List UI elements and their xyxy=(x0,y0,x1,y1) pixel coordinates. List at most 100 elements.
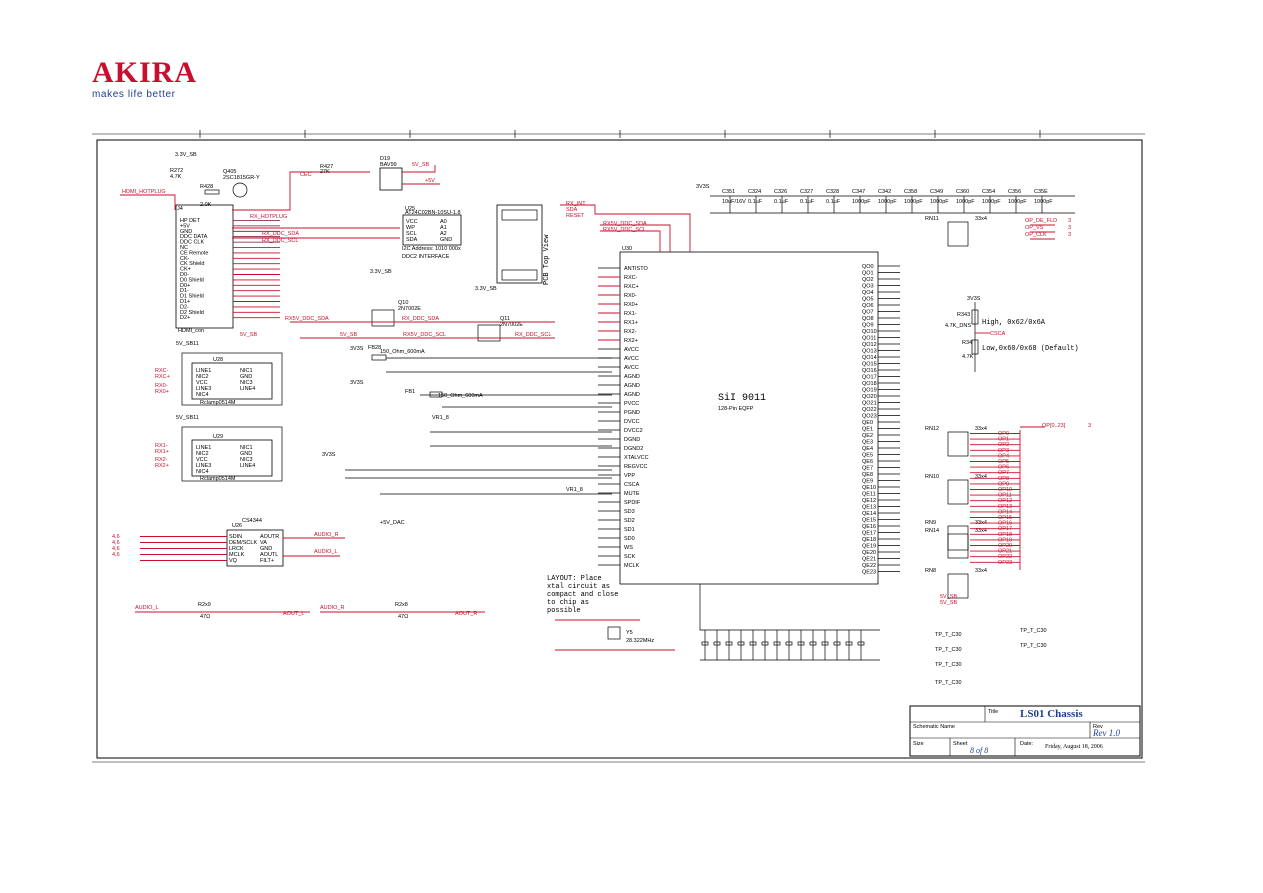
cap-ref: C327 xyxy=(800,189,813,195)
chip-pin-left: SPDIF xyxy=(624,500,641,506)
chip-pin-left: DGND xyxy=(624,437,640,443)
fb1-val: 150_Ohm_600mA xyxy=(438,393,483,399)
connector-pin-label: DDC DATA xyxy=(180,234,208,240)
rn-value: 33x4 xyxy=(975,216,987,222)
chip-pin-right: QE3 xyxy=(862,440,873,446)
chip-pin-left: DVCC2 xyxy=(624,428,643,434)
net-hdmi-hotplug: HDMI_HOTPLUG xyxy=(122,189,166,195)
net-aout-l: AOUT_L xyxy=(283,611,304,617)
op-net-label: OP18 xyxy=(998,532,1012,538)
net-3v3sb-q10: 3.3V_SB xyxy=(370,269,392,275)
cap-body xyxy=(797,641,805,646)
fb1-ref: FB1 xyxy=(405,389,415,395)
op-net-label: OP9 xyxy=(998,481,1009,487)
svg-text:NIC2: NIC2 xyxy=(196,374,209,380)
layout-note-5: possible xyxy=(547,607,581,615)
rn-value: 33x4 xyxy=(975,426,987,432)
hdmi-conn-label: HDMI_con xyxy=(178,328,204,334)
layout-note: LAYOUT: Place xtal circuit as compact an… xyxy=(547,575,618,615)
svg-text:RX2+: RX2+ xyxy=(155,463,169,469)
cap-body xyxy=(701,641,709,646)
op-net-label: OP6 xyxy=(998,465,1009,471)
svg-text:R427: R427 xyxy=(320,164,333,170)
net-ddc5v-sda-chip: RX5V_DDC_SDA xyxy=(603,221,647,227)
svg-text:LINE1: LINE1 xyxy=(196,445,211,451)
svg-text:4.7K: 4.7K xyxy=(170,174,182,180)
chip-pin-right: QE9 xyxy=(862,479,873,485)
chip-pin-right: QO13 xyxy=(862,349,877,355)
pcb-connector: PCB Top View xyxy=(496,204,551,285)
connector-pin-label: D1 Shield xyxy=(180,294,204,300)
layout-note-1: LAYOUT: Place xyxy=(547,575,602,583)
chip-pin-left: RX2- xyxy=(624,329,637,335)
tp-5: TP_T_C30 xyxy=(1020,628,1047,634)
chip-pin-right: QO6 xyxy=(862,303,874,309)
cap-body xyxy=(713,641,721,646)
connector-pin-label: D1+ xyxy=(180,299,190,305)
tb-title: LS01 Chassis xyxy=(1020,708,1083,720)
chip-pin-left: CSCA xyxy=(624,482,640,488)
chip-pin-right: QE1 xyxy=(862,427,873,433)
connector-pin-label: +5V xyxy=(180,223,190,229)
chip-pin-left: AVCC xyxy=(624,347,639,353)
u25-ref: U25 xyxy=(405,206,415,212)
rn-ref: RN8 xyxy=(925,568,936,574)
chip-pin-right: QO23 xyxy=(862,414,877,420)
d19-part: BAV99 xyxy=(380,162,397,168)
layout-note-2: xtal circuit as xyxy=(547,583,610,591)
net-ddc5v-scl-chip: RX5V_DDC_SCL xyxy=(603,227,646,233)
cap-value: 0.1uF xyxy=(826,199,841,205)
net-3v3s-avcc: 3V3S xyxy=(350,346,364,352)
dac-pin-left: VQ xyxy=(229,558,238,564)
cap-ref: C360 xyxy=(956,189,969,195)
svg-text:VR1_8: VR1_8 xyxy=(566,487,583,493)
chip-pin-right: QO3 xyxy=(862,284,874,290)
chip-pin-right: QE15 xyxy=(862,518,876,524)
sheet-border xyxy=(96,139,1143,759)
chip-pin-right: QO17 xyxy=(862,375,877,381)
chip-pin-left: DGND2 xyxy=(624,446,643,452)
chip-pin-left: AGND xyxy=(624,374,640,380)
avcc-filter: 3V3S FB28 150_Ohm_600mA 3V3S FB1 150_Ohm… xyxy=(322,345,612,495)
dac-pin-right: GND xyxy=(260,546,272,552)
q405-ref: Q405 xyxy=(223,169,236,175)
cap-value: 1000pF xyxy=(852,199,871,205)
chip-pin-right: QE23 xyxy=(862,570,876,576)
resistor-network xyxy=(947,431,969,457)
cap-body xyxy=(809,641,817,646)
chip-pin-left: XTALVCC xyxy=(624,455,649,461)
cap-value: 1000pF xyxy=(878,199,897,205)
connector-pin-label: DDC CLK xyxy=(180,240,204,246)
d19-ref: D19 xyxy=(380,156,390,162)
svg-text:LINE1: LINE1 xyxy=(196,368,211,374)
dac-pin-left: LRCK xyxy=(229,546,244,552)
chip-pin-right: QE14 xyxy=(862,511,876,517)
op-net-label: OP16 xyxy=(998,521,1012,527)
chip-pin-right: QO21 xyxy=(862,401,877,407)
tp-3: TP_T_C30 xyxy=(935,662,962,668)
chip-pin-right: QE8 xyxy=(862,472,873,478)
cap-ref: C326 xyxy=(774,189,787,195)
svg-text:4.7K_DNS: 4.7K_DNS xyxy=(945,323,971,329)
q405-part: 2SC1815GR-Y xyxy=(223,175,260,181)
cap-body xyxy=(773,641,781,646)
cap-value: 0.1uF xyxy=(800,199,815,205)
tb-size-label: Size xyxy=(913,741,924,747)
net-3v3sb-top: 3.3V_SB xyxy=(175,152,197,158)
cap-body xyxy=(857,641,865,646)
op-net-label: OP22 xyxy=(998,554,1012,560)
net-ddc-scl-2: RX_DDC_SCL xyxy=(515,332,551,338)
svg-text:CSCA: CSCA xyxy=(990,331,1006,337)
tb-title-label: Title xyxy=(988,709,998,715)
connector-pin-label: D2+ xyxy=(180,315,190,321)
chip-pin-right: QO18 xyxy=(862,381,877,387)
layout-note-3: compact and close xyxy=(547,591,618,599)
dac-pin-right: AOUTR xyxy=(260,534,279,540)
chip-pin-right: QE6 xyxy=(862,459,873,465)
cap-ref: C358 xyxy=(904,189,917,195)
svg-text:LINE4: LINE4 xyxy=(240,386,255,392)
svg-text:GND: GND xyxy=(240,374,252,380)
svg-text:VCC: VCC xyxy=(406,219,418,225)
